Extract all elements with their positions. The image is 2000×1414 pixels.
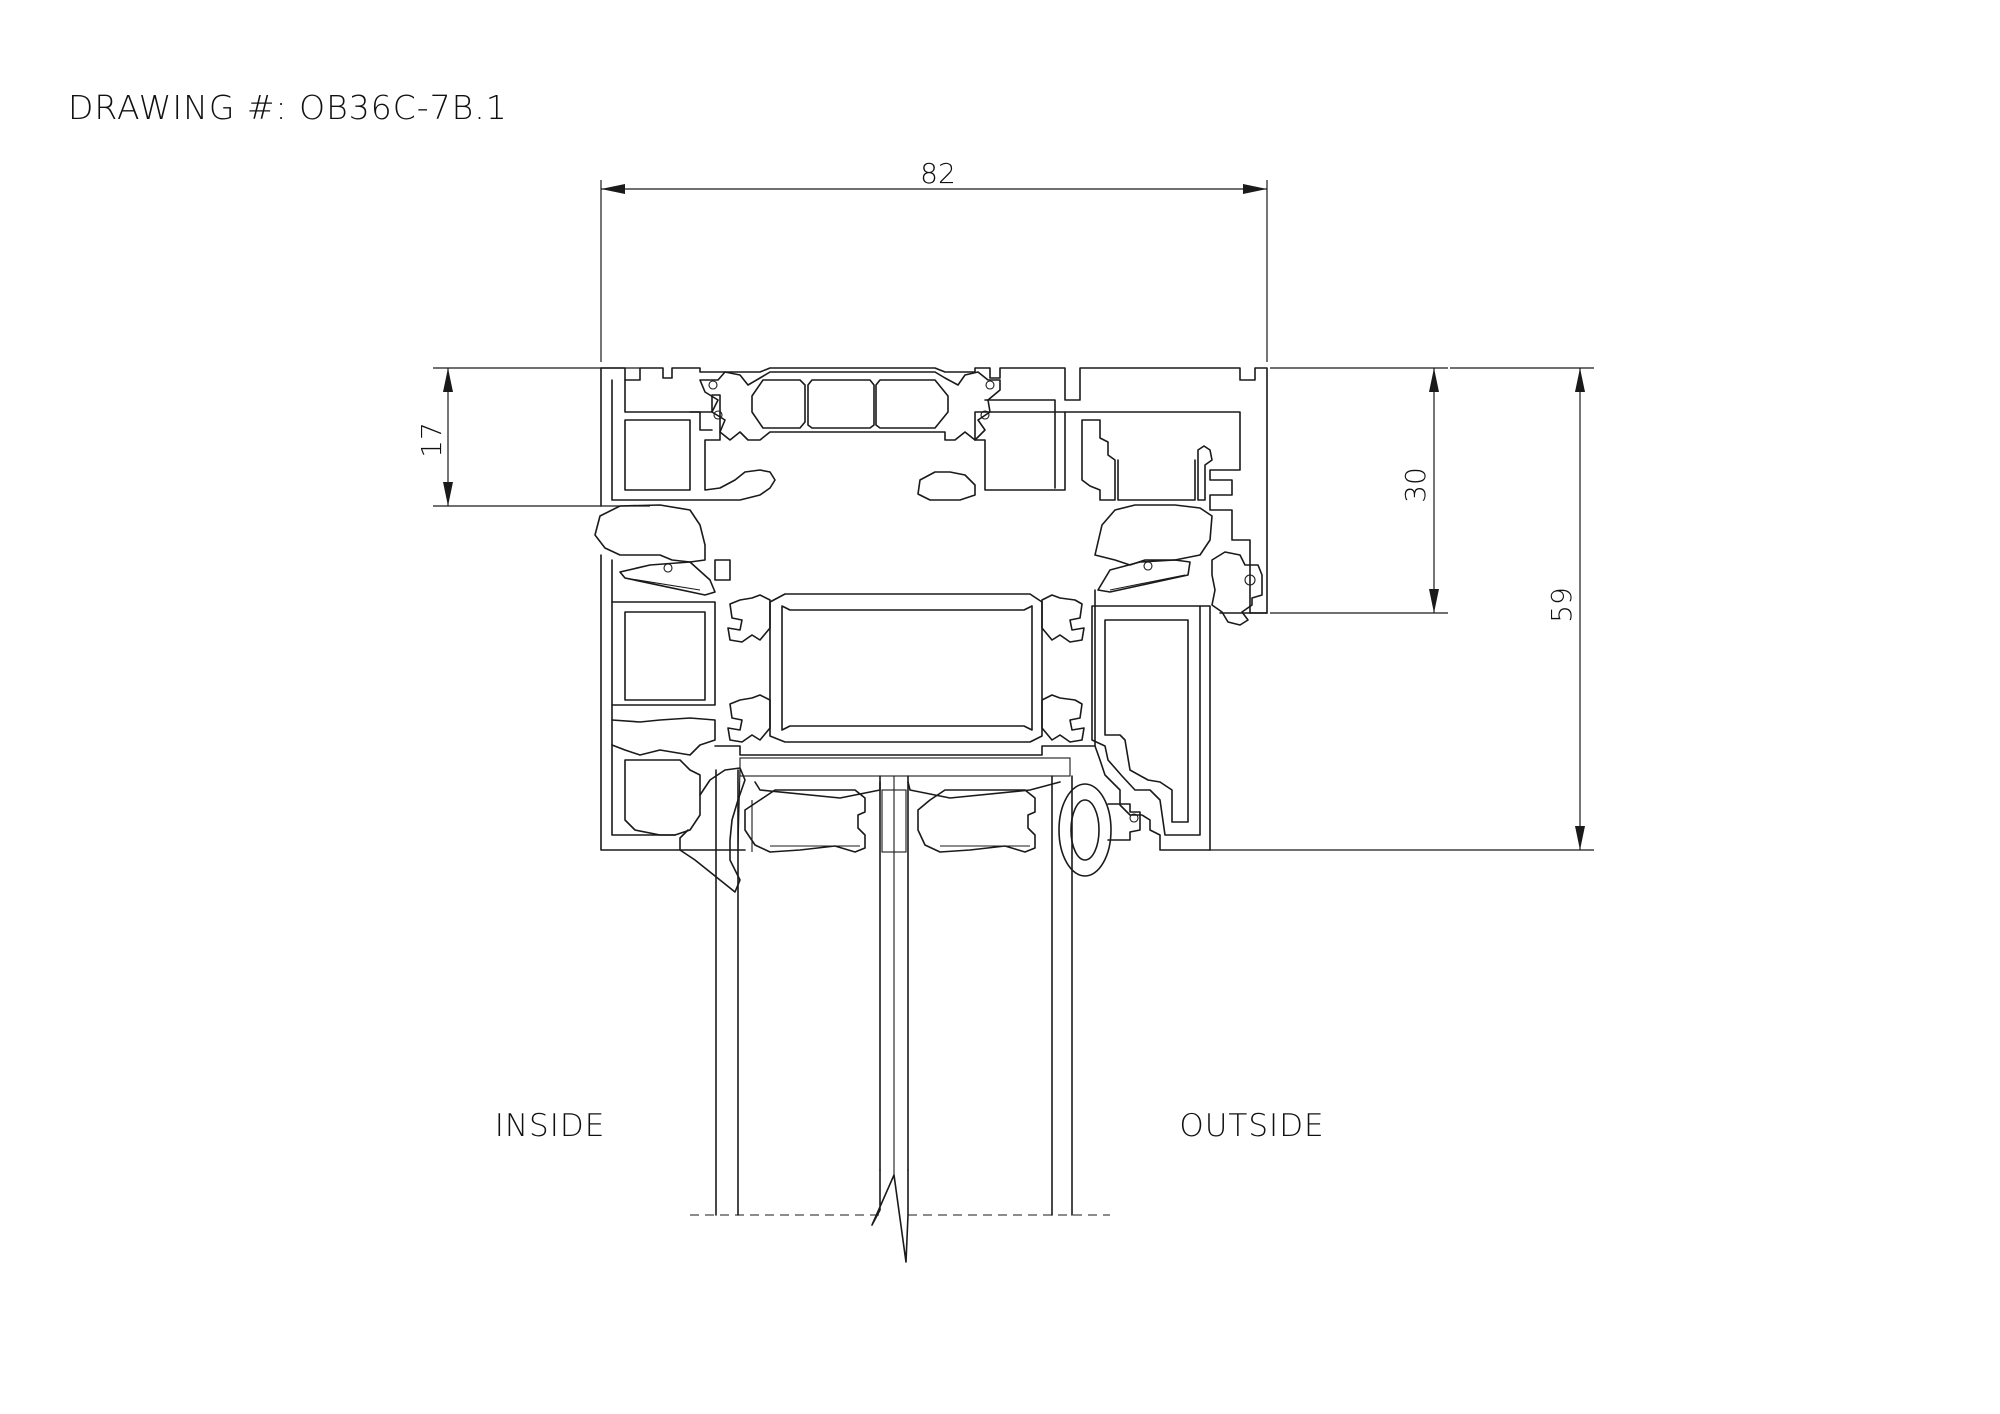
outer-frame-profile xyxy=(600,367,1268,614)
drawing-label: DRAWING #: xyxy=(68,88,288,127)
drawing-number: OB36C-7B.1 xyxy=(299,88,508,127)
outside-label: OUTSIDE xyxy=(1179,1108,1324,1144)
dimension-overall-height-label: 59 xyxy=(1545,587,1578,623)
dimension-width-label: 82 xyxy=(920,157,956,190)
inside-label: INSIDE xyxy=(495,1108,606,1144)
dimension-frame-height: 30 xyxy=(1270,367,1448,614)
glazing-spacer xyxy=(739,757,1071,799)
dimension-width: 82 xyxy=(600,157,1268,362)
dimension-top-depth-label: 17 xyxy=(415,422,448,458)
drawing-title: DRAWING #: OB36C-7B.1 xyxy=(68,88,508,127)
glass-unit xyxy=(690,769,1141,1263)
dimension-top-depth: 17 xyxy=(415,367,650,507)
dimension-frame-height-label: 30 xyxy=(1399,467,1432,503)
sash-profile xyxy=(594,504,1263,893)
dimension-overall-height: 59 xyxy=(1210,367,1594,851)
top-thermal-break xyxy=(699,371,1001,441)
